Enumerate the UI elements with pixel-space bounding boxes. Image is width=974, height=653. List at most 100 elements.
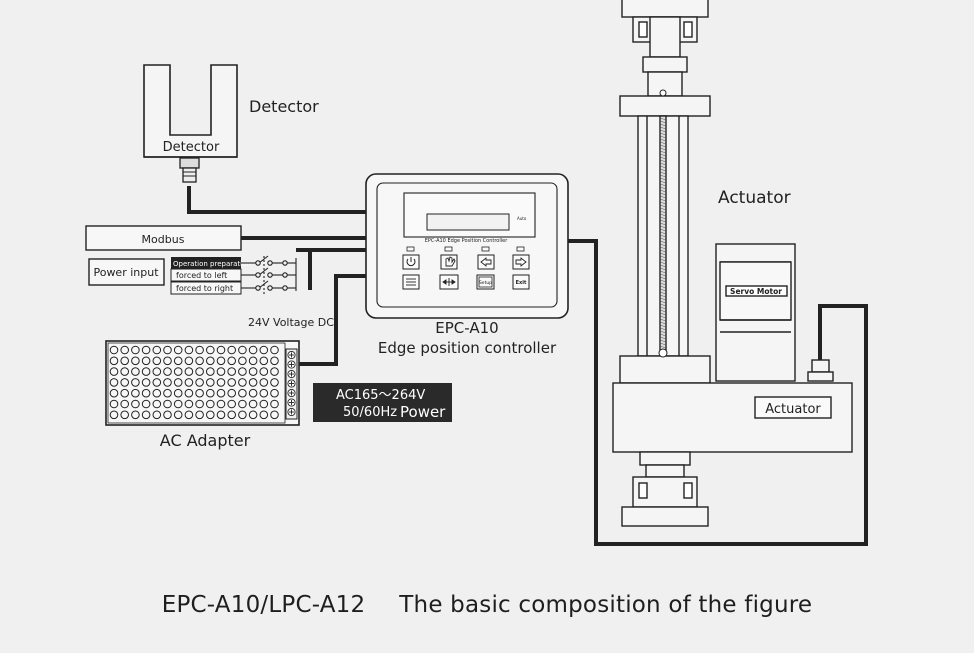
vent-hole <box>109 399 119 409</box>
ac-voltage-range: AC165～264V <box>336 388 425 403</box>
thread-line <box>659 297 667 301</box>
thread-line <box>659 267 667 271</box>
thread-line <box>659 312 667 316</box>
vent-hole <box>131 410 140 420</box>
vent-hole <box>248 410 258 420</box>
thread-line <box>659 132 667 136</box>
thread-line <box>659 276 667 280</box>
vent-hole <box>163 388 172 398</box>
thread-line <box>659 339 667 343</box>
thread-line <box>659 126 667 130</box>
vent-hole <box>216 367 226 376</box>
terminal-block <box>287 350 296 417</box>
thread-line <box>659 321 667 325</box>
thread-line <box>659 264 667 268</box>
vent-hole <box>206 399 215 409</box>
vent-hole <box>216 399 226 409</box>
vent-hole <box>184 410 194 420</box>
thread-line <box>659 273 667 277</box>
vent-hole <box>227 399 236 409</box>
screw-nut <box>658 348 668 358</box>
thread-line <box>659 201 667 205</box>
thread-line <box>659 249 667 253</box>
thread-line <box>659 288 667 292</box>
caption-text: The basic composition of the figure <box>399 592 813 618</box>
thread-line <box>659 123 667 127</box>
vent-hole <box>195 399 204 409</box>
detector-sensor: Detector <box>143 64 238 183</box>
vent-hole <box>248 388 258 398</box>
vent-hole <box>163 356 172 366</box>
vent-hole <box>206 378 215 387</box>
vent-hole <box>248 399 258 409</box>
vent-hole <box>152 356 162 366</box>
vent-hole <box>248 356 258 366</box>
vent-hole <box>227 345 236 355</box>
thread-line <box>659 219 667 223</box>
panel-button-leds <box>406 246 525 252</box>
right-button[interactable] <box>512 254 530 270</box>
vent-hole <box>206 410 215 420</box>
vent-hole <box>131 388 140 398</box>
thread-line <box>659 345 667 349</box>
vent-hole <box>163 399 172 409</box>
vent-hole <box>152 378 162 387</box>
controller-description: Edge position controller <box>378 339 557 357</box>
vent-hole <box>216 410 226 420</box>
ac-power-label-bg <box>313 383 452 422</box>
vent-hole <box>120 388 129 398</box>
thread-line <box>659 330 667 334</box>
vent-hole <box>163 367 172 376</box>
vent-hole <box>163 410 172 420</box>
vent-hole <box>131 356 140 366</box>
thread-line <box>659 228 667 232</box>
thread-line <box>659 153 667 157</box>
detector-cable <box>187 186 367 214</box>
exit-button[interactable] <box>512 274 530 290</box>
thread-line <box>659 192 667 196</box>
exit-label: Exit <box>516 280 527 286</box>
thread-line <box>659 216 667 220</box>
switch-label-1: Operation preparation <box>173 260 251 268</box>
vent-hole <box>259 410 269 420</box>
vent-hole <box>173 410 183 420</box>
vent-hole <box>195 388 204 398</box>
thread-line <box>659 306 667 310</box>
thread-line <box>659 246 667 250</box>
vent-hole <box>152 367 162 376</box>
vent-hole <box>216 388 226 398</box>
thread-line <box>659 261 667 265</box>
vent-hole <box>184 356 194 366</box>
thread-line <box>659 222 667 226</box>
thread-line <box>659 324 667 328</box>
list-icon <box>406 278 416 286</box>
power-input-cable <box>296 248 312 290</box>
vent-hole <box>173 378 183 387</box>
thread-line <box>659 156 667 160</box>
vent-hole <box>259 378 269 387</box>
thread-line <box>659 189 667 193</box>
vent-hole <box>270 378 279 387</box>
vent-hole <box>238 367 247 376</box>
setup-button[interactable] <box>476 274 495 290</box>
thread-line <box>659 171 667 175</box>
servo-motor-label: Servo Motor <box>730 287 782 296</box>
vent-hole <box>120 356 129 366</box>
vent-hole <box>206 367 215 376</box>
vent-hole <box>184 378 194 387</box>
left-button[interactable] <box>477 254 495 270</box>
vent-hole <box>270 399 279 409</box>
thread-line <box>659 282 667 286</box>
ac-power-word: Power <box>400 403 446 421</box>
vent-hole <box>141 378 151 387</box>
panel-auto-label: Auto <box>517 216 527 221</box>
thread-line <box>659 150 667 154</box>
thread-line <box>659 198 667 202</box>
thread-line <box>659 294 667 298</box>
thread-line <box>659 204 667 208</box>
vent-hole <box>141 356 151 366</box>
thread-line <box>659 195 667 199</box>
modbus-box <box>85 225 242 251</box>
thread-line <box>659 255 667 259</box>
